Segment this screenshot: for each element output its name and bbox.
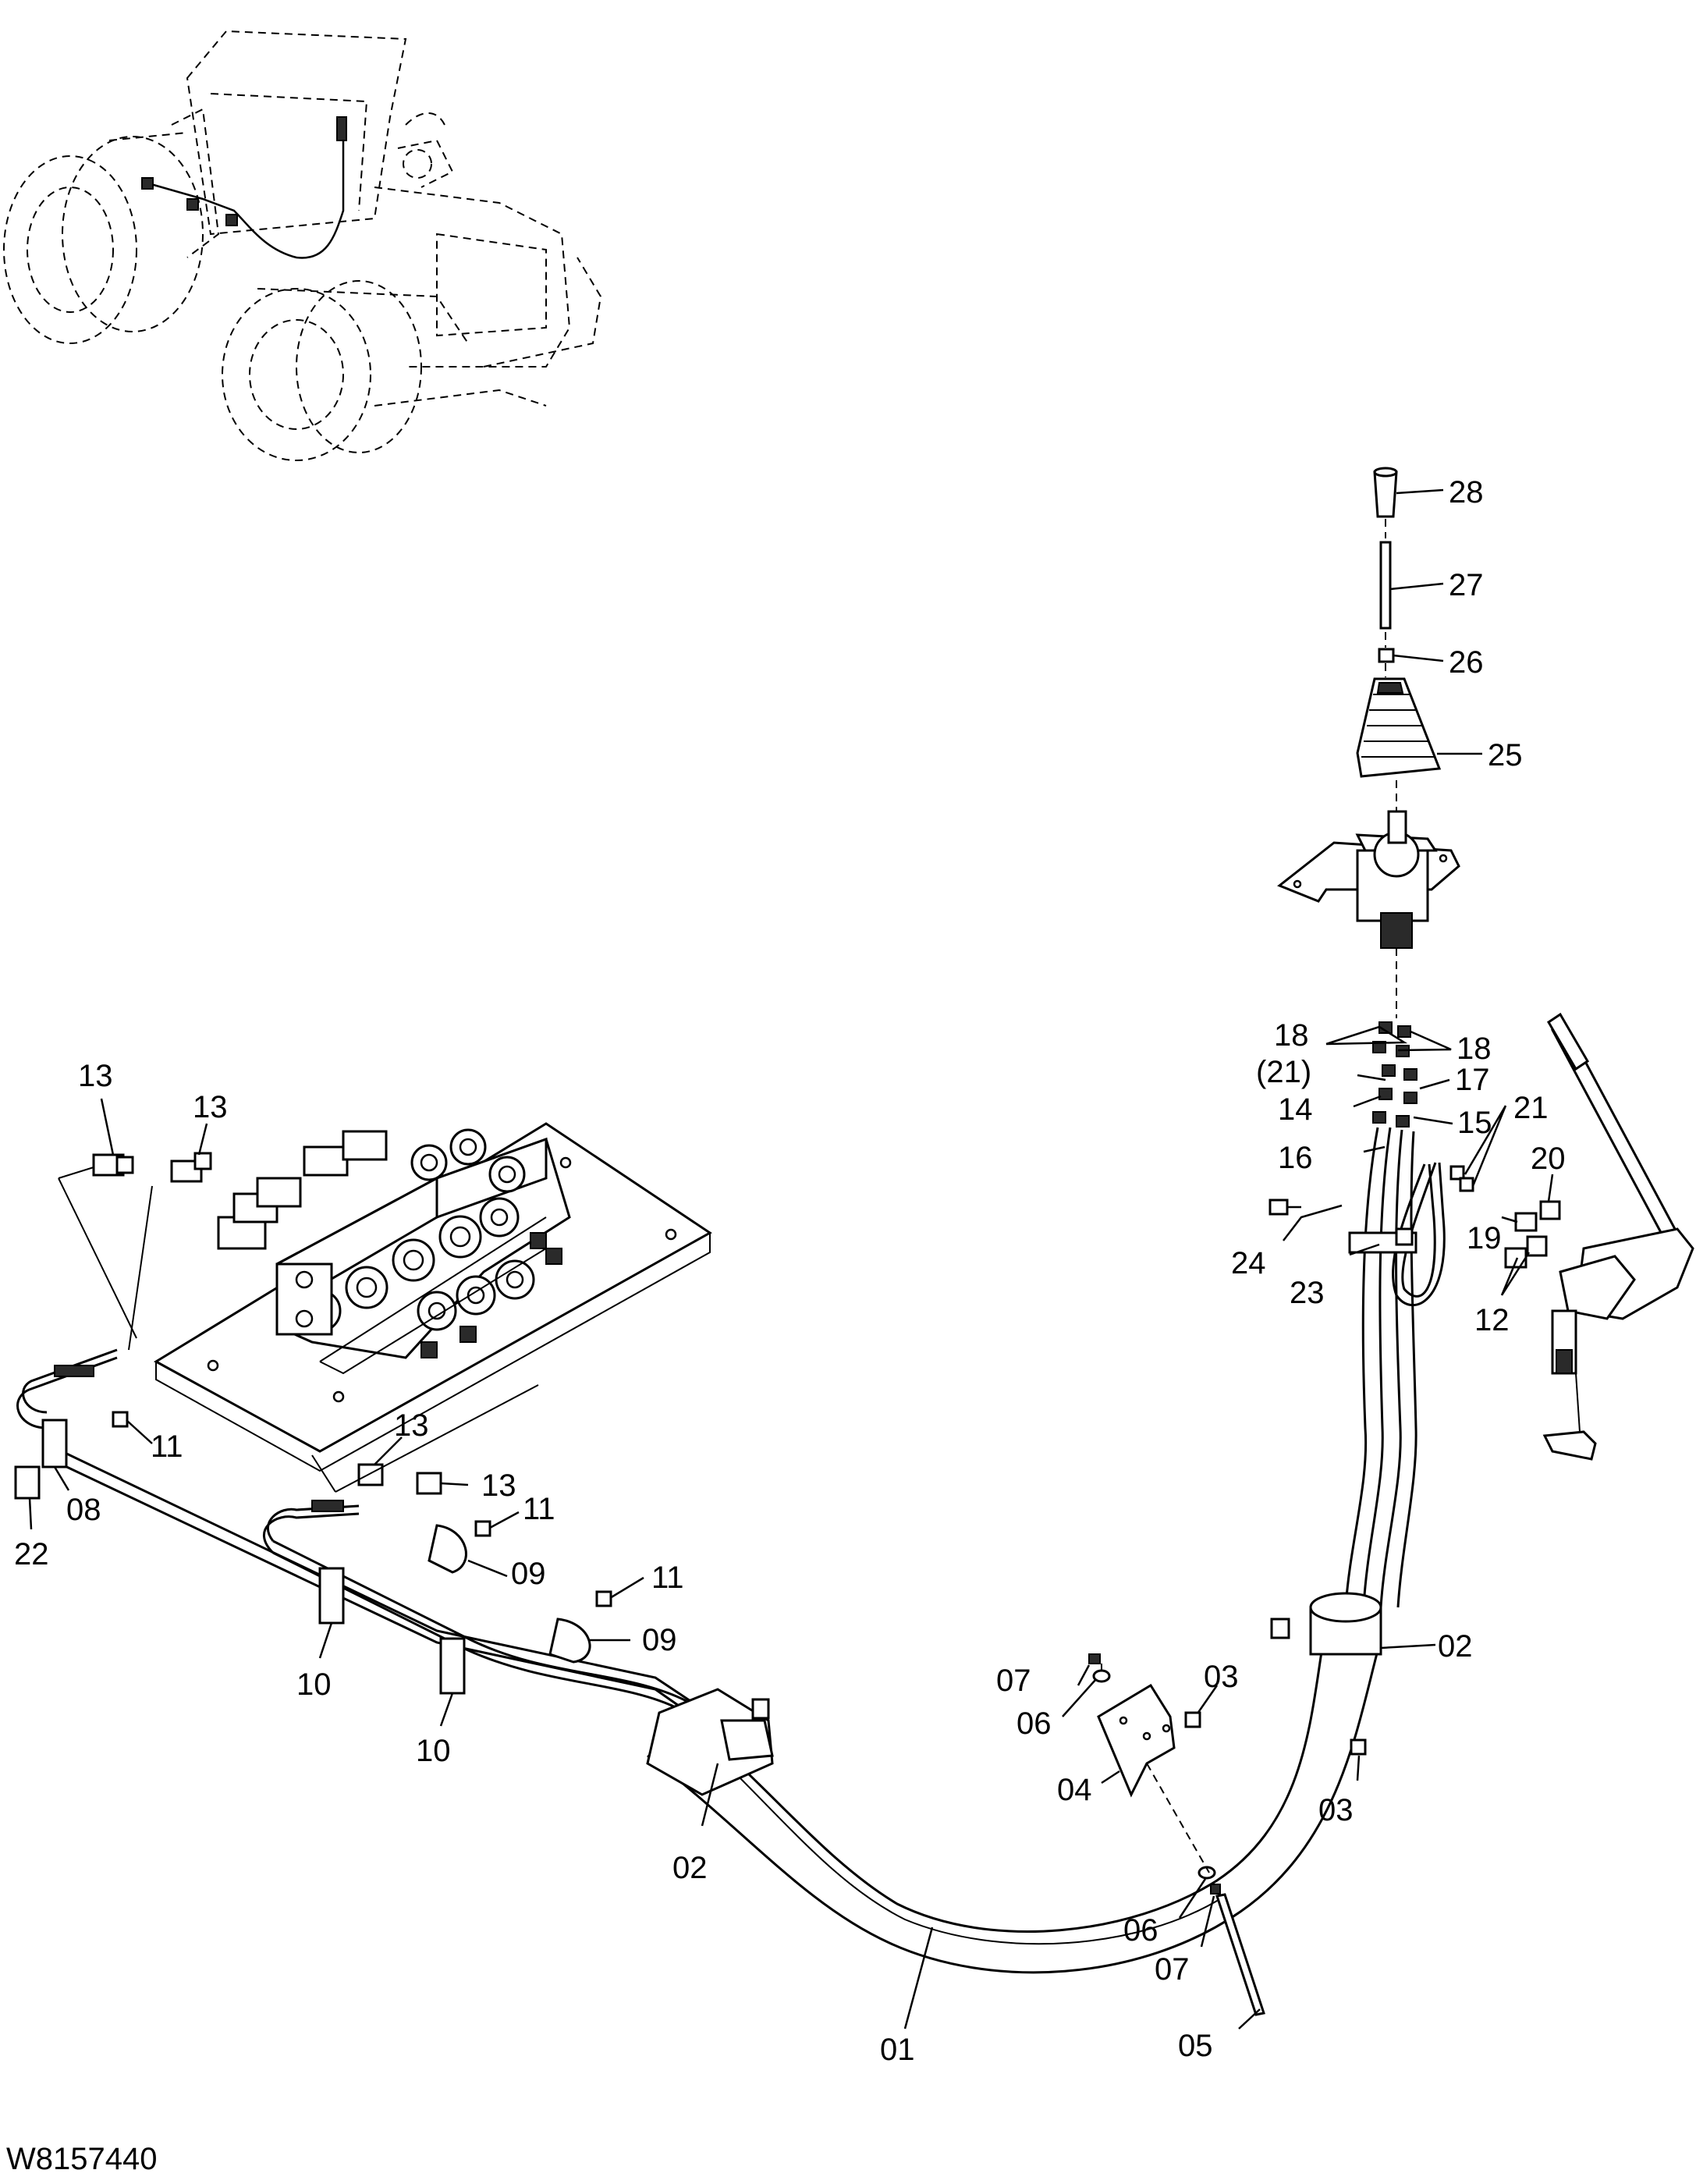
- callout-10-b: 10: [416, 1734, 451, 1768]
- fittings-21: [1449, 1165, 1474, 1192]
- callout-13-d: 13: [481, 1468, 516, 1503]
- callout-06-lower: 06: [1123, 1913, 1158, 1948]
- callout-03-lower: 03: [1318, 1793, 1354, 1827]
- callout-03-upper: 03: [1204, 1660, 1239, 1694]
- drawing-number: W8157440: [6, 2142, 157, 2176]
- pilot-valve-bracket: [1277, 810, 1460, 949]
- callout-13-a: 13: [78, 1059, 113, 1093]
- bolts-11: [112, 1411, 612, 1607]
- callout-01: 01: [880, 2033, 915, 2067]
- pipe-run-left: [16, 1348, 703, 1718]
- fitting-13-lower-left: [357, 1463, 384, 1486]
- bolt-05: [1215, 1893, 1265, 2016]
- callout-19: 19: [1467, 1221, 1502, 1255]
- callout-26: 26: [1449, 645, 1484, 680]
- sleeve-band-right: [1270, 1592, 1382, 1656]
- rubber-boot: [1356, 677, 1442, 778]
- fitting-13-upper-left: [92, 1153, 134, 1177]
- remote-valve: [1542, 1012, 1694, 1461]
- callout-07-lower: 07: [1155, 1952, 1190, 1987]
- callout-06-upper: 06: [1017, 1706, 1052, 1741]
- callout-09-b: 09: [642, 1623, 677, 1657]
- callout-08: 08: [66, 1493, 101, 1527]
- lever-knob: [1373, 467, 1398, 518]
- tractor-overview-illustration: [3, 30, 602, 461]
- callout-20: 20: [1531, 1142, 1566, 1176]
- callout-11-b: 11: [523, 1492, 555, 1526]
- clamps-10: [318, 1567, 466, 1695]
- callout-05: 05: [1178, 2029, 1213, 2063]
- bolt-24: [1268, 1199, 1301, 1216]
- callout-04: 04: [1057, 1773, 1092, 1807]
- callout-09-a: 09: [511, 1557, 546, 1591]
- leader-lines: [28, 488, 1554, 2030]
- callout-16: 16: [1278, 1141, 1313, 1175]
- callout-21: 21: [1513, 1091, 1549, 1125]
- fitting-13-upper-right: [170, 1152, 212, 1183]
- control-valve-body: [217, 1128, 571, 1359]
- callout-28: 28: [1449, 475, 1484, 510]
- bracket-04: [1097, 1683, 1176, 1798]
- sleeve-band-left: [646, 1688, 774, 1796]
- callout-10-a: 10: [296, 1667, 332, 1702]
- callout-02-left: 02: [672, 1851, 708, 1885]
- callout-21-ref: (21): [1256, 1055, 1311, 1089]
- callout-14: 14: [1278, 1092, 1313, 1127]
- callout-23: 23: [1290, 1276, 1325, 1310]
- bundle-clamp: [1348, 1227, 1417, 1254]
- fitting-cluster: [1372, 1021, 1417, 1128]
- fitting-13-lower-right: [416, 1472, 442, 1495]
- callout-labels: 28 27 26 25 18 18 (21) 17 14 15 21 16 20…: [14, 475, 1566, 2067]
- fittings-19-20: [1504, 1200, 1561, 1269]
- callout-12: 12: [1474, 1303, 1510, 1337]
- callout-02-right: 02: [1438, 1629, 1473, 1664]
- hose-bundle-vertical: [1344, 1127, 1446, 1608]
- callout-17: 17: [1455, 1063, 1490, 1097]
- callout-24: 24: [1231, 1246, 1266, 1280]
- callout-11-c: 11: [651, 1561, 684, 1595]
- callout-18-left: 18: [1274, 1018, 1309, 1053]
- clamps-09: [428, 1524, 591, 1664]
- callout-11-a: 11: [151, 1429, 183, 1464]
- lever-nut: [1378, 648, 1395, 663]
- clamp-08: [14, 1419, 68, 1500]
- callout-13-b: 13: [193, 1090, 228, 1124]
- callout-07-upper: 07: [996, 1664, 1031, 1698]
- callout-25: 25: [1488, 738, 1523, 772]
- protective-sleeve: [647, 1622, 1382, 1974]
- callout-22: 22: [14, 1537, 49, 1571]
- callout-13-c: 13: [394, 1408, 429, 1443]
- small-hardware: [1088, 1653, 1367, 1895]
- callout-18-right: 18: [1457, 1032, 1492, 1066]
- callout-15: 15: [1457, 1106, 1492, 1140]
- callout-27: 27: [1449, 568, 1484, 602]
- lever-rod: [1379, 541, 1392, 630]
